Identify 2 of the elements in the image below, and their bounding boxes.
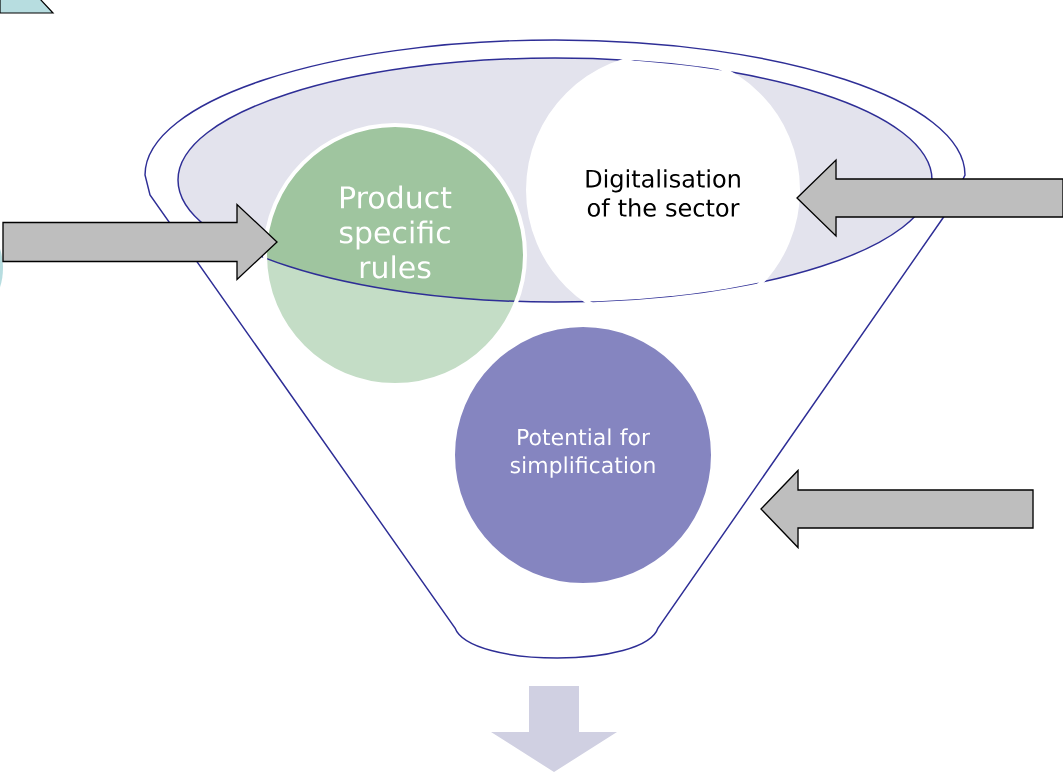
block-arrow [491,686,617,772]
node-label: Digitalisation of the sector [586,169,740,217]
